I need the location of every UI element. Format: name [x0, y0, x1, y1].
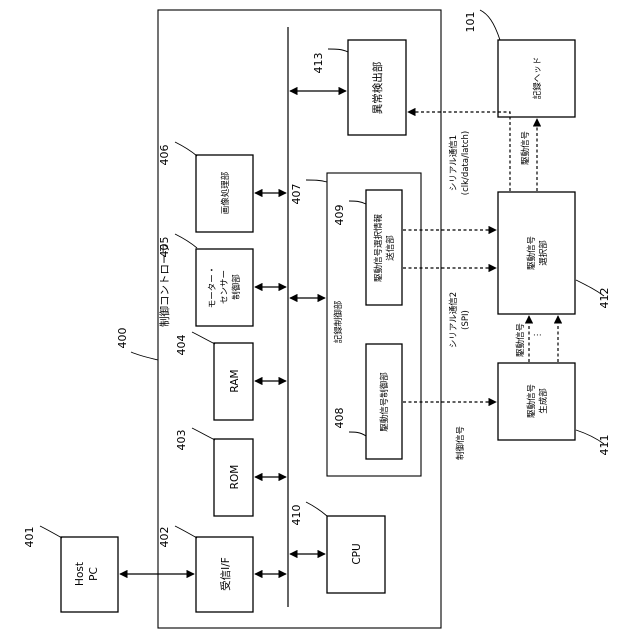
cpu-label: CPU	[351, 543, 363, 564]
svg-text:PC: PC	[88, 567, 100, 581]
svg-text:センサー: センサー	[220, 270, 230, 304]
svg-text:選択部: 選択部	[538, 240, 549, 266]
svg-text:シリアル通信1: シリアル通信1	[448, 135, 459, 191]
serial1-label: シリアル通信1 (clk/data/latch)	[448, 131, 471, 195]
ref-401: 401	[23, 527, 36, 548]
svg-text:送信部: 送信部	[385, 235, 396, 261]
ref-410: 410	[290, 505, 303, 526]
svg-text:モーター・: モーター・	[208, 266, 218, 309]
drv-sel-tx-box	[366, 190, 402, 305]
svg-text:(clk/data/latch): (clk/data/latch)	[461, 131, 471, 195]
arrow-412-413	[408, 112, 510, 191]
ref-412: 412	[598, 288, 611, 309]
serial2-label: シリアル通信2 (SPI)	[448, 292, 471, 348]
svg-text:制御部: 制御部	[231, 274, 242, 300]
svg-text:CPU: CPU	[351, 543, 363, 564]
ram-label: RAM	[229, 369, 241, 392]
ref-404: 404	[175, 335, 188, 356]
svg-text:駆動信号: 駆動信号	[526, 384, 537, 418]
svg-text:受信I/F: 受信I/F	[220, 557, 232, 591]
ref-101: 101	[464, 12, 477, 33]
image-proc-label: 画像処理部	[220, 171, 231, 214]
drive-signal-upper-label: 駆動信号	[520, 131, 531, 165]
svg-text:駆動信号制御部: 駆動信号制御部	[379, 372, 390, 432]
ref-411: 411	[598, 435, 611, 456]
ref-408: 408	[333, 408, 346, 429]
ref-402: 402	[158, 527, 171, 548]
ref-400: 400	[116, 328, 129, 349]
svg-text:制御信号: 制御信号	[455, 426, 466, 460]
svg-text:異常検出部: 異常検出部	[371, 62, 384, 115]
ellipsis-between: ⋮	[533, 331, 543, 340]
svg-text:生成部: 生成部	[538, 388, 549, 414]
svg-text:ROM: ROM	[229, 465, 241, 490]
svg-text:シリアル通信2: シリアル通信2	[448, 292, 459, 348]
record-ctrl-label: 記録制御部	[333, 300, 344, 343]
ctrl-signal-label: 制御信号	[455, 426, 466, 460]
ref-403: 403	[175, 430, 188, 451]
ref-407: 407	[290, 184, 303, 205]
receive-if-label: 受信I/F	[220, 557, 232, 591]
drive-signal-lower-label: 駆動信号	[515, 323, 526, 357]
ref-413: 413	[312, 53, 325, 74]
svg-text:画像処理部: 画像処理部	[220, 171, 231, 214]
svg-text:駆動信号: 駆動信号	[520, 131, 531, 165]
svg-text:Host: Host	[74, 562, 86, 586]
svg-text:駆動信号: 駆動信号	[515, 323, 526, 357]
svg-text:記録ヘッド: 記録ヘッド	[532, 57, 543, 100]
ref-406: 406	[158, 145, 171, 166]
rom-label: ROM	[229, 465, 241, 490]
svg-text:RAM: RAM	[229, 369, 241, 392]
ref-405: 405	[158, 237, 171, 258]
svg-text:駆動信号選択情報: 駆動信号選択情報	[373, 214, 384, 283]
svg-text:駆動信号: 駆動信号	[526, 236, 537, 270]
drv-sig-ctrl-label: 駆動信号制御部	[379, 372, 390, 432]
svg-text:記録制御部: 記録制御部	[333, 300, 344, 343]
svg-text:(SPI): (SPI)	[461, 310, 471, 330]
anomaly-label: 異常検出部	[371, 62, 384, 115]
rec-head-label: 記録ヘッド	[532, 57, 543, 100]
ref-409: 409	[333, 205, 346, 226]
